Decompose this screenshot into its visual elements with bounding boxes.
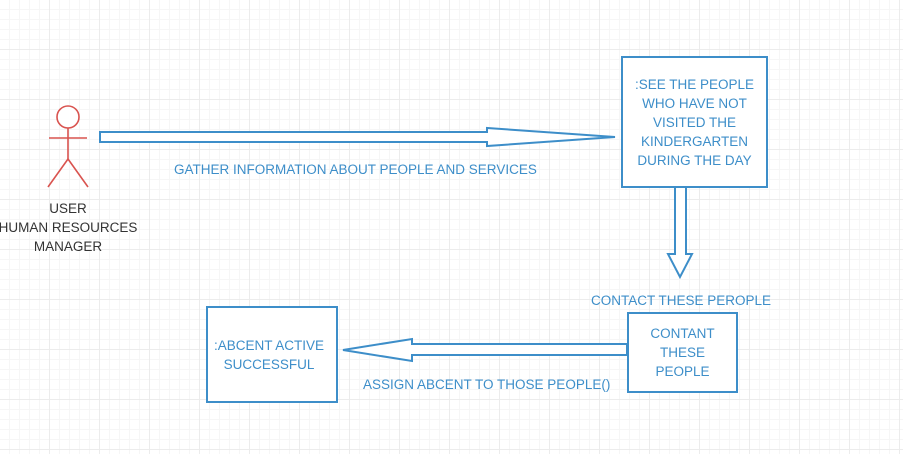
assign-arrow-label: ASSIGN ABCENT TO THOSE PEOPLE() [363,377,611,392]
assign-arrow[interactable] [342,337,628,363]
box-text-line: WHO HAVE NOT [642,96,747,111]
box-text-line: KINDERGARTEN [640,134,749,149]
gather-arrow[interactable] [99,126,616,148]
contant-people-box-text: CONTANT THESE PEOPLE [629,324,736,381]
contact-arrow[interactable] [666,186,694,280]
box-text-line: :SEE THE PEOPLE [634,77,755,92]
actor-head [56,105,80,129]
box-text-line: PEOPLE [655,364,710,379]
box-text-line: THESE [659,345,705,360]
box-text-line: DURING THE DAY [637,153,752,168]
box-text-line: :ABCENT ACTIVE [213,338,325,353]
box-text-line: CONTANT [650,326,715,341]
actor-figure [47,105,89,188]
actor-label-line: USER [49,201,87,216]
box-text-line: VISITED THE [652,115,737,130]
actor-label-line: HUMAN RESOURCES [0,220,138,235]
see-people-box-text: :SEE THE PEOPLE WHO HAVE NOT VISITED THE… [623,75,766,170]
actor-right-leg [67,158,89,188]
abcent-active-box-text: :ABCENT ACTIVE SUCCESSFUL [202,336,336,374]
contact-arrow-label: CONTACT THESE PEROPLE [591,293,772,308]
see-people-box[interactable]: :SEE THE PEOPLE WHO HAVE NOT VISITED THE… [621,56,768,188]
gather-arrow-label: GATHER INFORMATION ABOUT PEOPLE AND SERV… [174,162,537,177]
abcent-active-box[interactable]: :ABCENT ACTIVE SUCCESSFUL [206,306,338,403]
actor-label-line: MANAGER [33,239,103,254]
contant-people-box[interactable]: CONTANT THESE PEOPLE [627,312,738,393]
actor-left-leg [47,158,69,188]
box-text-line: SUCCESSFUL [223,357,315,372]
actor-label: USER HUMAN RESOURCES MANAGER [0,199,138,256]
